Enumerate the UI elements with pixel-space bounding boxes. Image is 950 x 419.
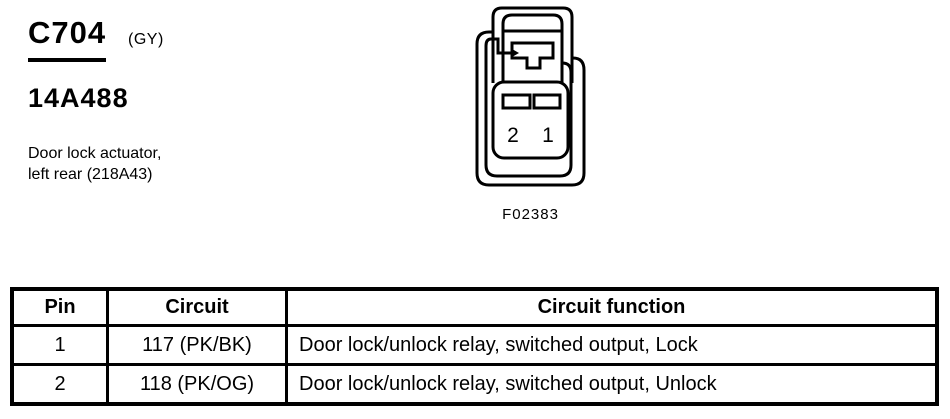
description-line-1: Door lock actuator, [28,145,162,162]
latch-castellation [510,41,555,70]
part-number: 14A488 [28,83,129,113]
circuit-function-cell: Door lock/unlock relay, switched output,… [285,324,939,366]
housing-outer-outline [475,30,586,187]
description-line-2: left rear (218A43) [28,166,153,183]
latch-outer-outline [491,6,574,83]
connector-id-title: C704 [28,17,107,62]
pin-cell: 1 [10,324,109,366]
pin-label-1: 1 [542,124,554,147]
header-circuit-function: Circuit function [285,287,939,327]
circuit-cell: 117 (PK/BK) [106,324,288,366]
connector-color-code: (GY) [128,31,164,48]
circuit-cell: 118 (PK/OG) [106,363,288,406]
header-circuit: Circuit [106,287,288,327]
connector-diagram: 2 1 [470,0,590,195]
index-notch-arrow [512,49,519,57]
table-row: 2 118 (PK/OG) Door lock/unlock relay, sw… [10,363,939,406]
pin-cell: 2 [10,363,109,406]
figure-caption: F02383 [502,206,559,223]
pin-label-2: 2 [507,124,519,147]
latch-inner-outline [501,13,564,83]
connector-description: Door lock actuator, left rear (218A43) [28,143,161,185]
pin-cavity-2 [501,93,532,110]
pinout-table: Pin Circuit Circuit function 1 117 (PK/B… [10,287,939,406]
table-row: 1 117 (PK/BK) Door lock/unlock relay, sw… [10,324,939,366]
header-pin: Pin [10,287,109,327]
pin-cavity-1 [532,93,562,110]
table-header-row: Pin Circuit Circuit function [10,287,939,327]
circuit-function-cell: Door lock/unlock relay, switched output,… [285,363,939,406]
connector-face [491,80,570,160]
connector-drawing-icon: 2 1 [475,6,586,187]
